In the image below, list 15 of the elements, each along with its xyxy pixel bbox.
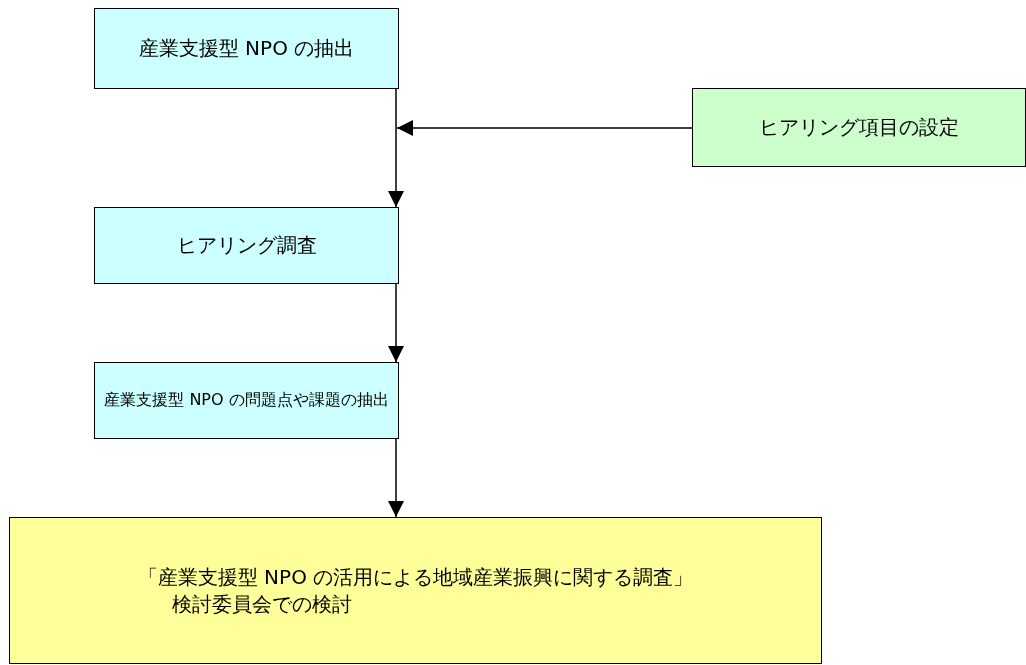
box-text: 検討委員会での検討 [172, 590, 352, 618]
box-text: 「産業支援型 NPO の活用による地域産業振興に関する調査」 [137, 563, 694, 591]
box-text: 産業支援型 NPO の問題点や課題の抽出 [104, 390, 389, 411]
arrow [388, 283, 404, 363]
process-box [94, 362, 399, 439]
arrow [396, 120, 693, 136]
box-text: ヒアリング調査 [176, 232, 317, 259]
process-box [9, 517, 822, 664]
box-text: ヒアリング項目の設定 [759, 114, 959, 141]
process-box [94, 8, 399, 89]
arrow [388, 88, 404, 208]
process-box [94, 207, 399, 284]
arrow [388, 438, 404, 518]
box-text: 産業支援型 NPO の抽出 [138, 35, 355, 62]
process-box [692, 88, 1026, 167]
